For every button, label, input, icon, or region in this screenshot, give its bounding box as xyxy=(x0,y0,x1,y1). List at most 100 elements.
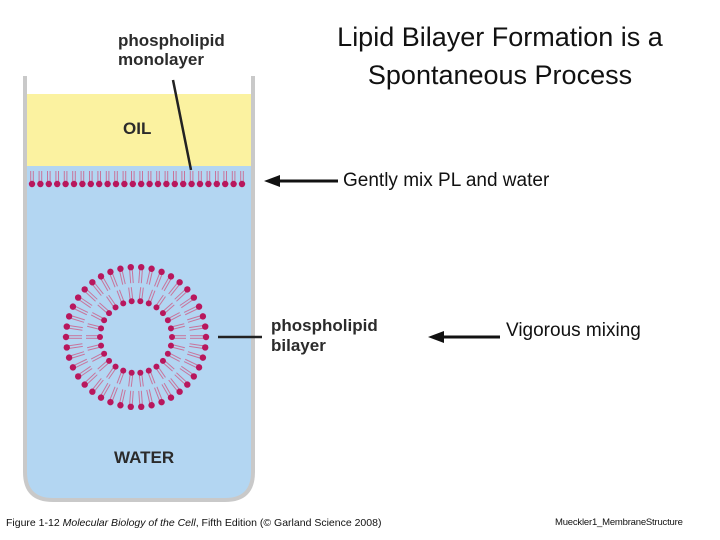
phospholipid xyxy=(87,342,105,351)
lipid-head xyxy=(63,323,70,330)
phospholipid xyxy=(128,369,135,387)
phospholipid xyxy=(65,351,85,361)
phospholipid xyxy=(107,268,118,288)
lipid-head xyxy=(146,180,153,188)
phospholipid xyxy=(116,289,127,307)
lipid-head xyxy=(190,373,198,380)
lipid-head xyxy=(180,180,187,188)
lipid-head xyxy=(138,403,145,411)
gentle-mix-arrow xyxy=(264,175,338,187)
lipid-head xyxy=(117,402,124,409)
phospholipid xyxy=(179,365,198,380)
phospholipid xyxy=(222,171,229,188)
lipid-head xyxy=(238,180,246,188)
phospholipid xyxy=(54,171,61,188)
lipid-head xyxy=(70,180,78,188)
phospholipid xyxy=(168,378,183,395)
vigorous-mix-note: Vigorous mixing xyxy=(506,320,641,341)
phospholipid xyxy=(183,303,203,316)
phospholipid xyxy=(69,303,89,316)
monolayer-pointer xyxy=(171,79,193,171)
lipid-head xyxy=(106,357,113,364)
phospholipid xyxy=(169,334,186,340)
phospholipid xyxy=(153,294,166,311)
lipid-head xyxy=(138,180,145,188)
lipid-head xyxy=(190,294,198,301)
phospholipid xyxy=(28,171,36,188)
phospholipid xyxy=(112,171,120,188)
phospholipid xyxy=(97,273,111,292)
phospholipid xyxy=(183,358,203,371)
phospholipid xyxy=(37,171,44,188)
phospholipid xyxy=(189,343,209,351)
phospholipid xyxy=(171,171,178,188)
phospholipid xyxy=(138,171,145,188)
phospholipid xyxy=(145,367,156,385)
lipid-head xyxy=(89,388,96,395)
lipid-head xyxy=(101,350,108,357)
phospholipid xyxy=(205,171,212,188)
oil-layer xyxy=(25,94,253,166)
vigorous-mix-arrow xyxy=(428,331,500,343)
phospholipid xyxy=(164,350,182,362)
lipid-head xyxy=(137,369,144,376)
phospholipid xyxy=(81,372,98,388)
title-line-1: Lipid Bilayer Formation is a xyxy=(337,22,663,52)
lipid-head xyxy=(176,279,183,286)
phospholipid xyxy=(97,302,113,317)
phospholipid xyxy=(117,389,126,409)
bilayer-label-line1: phospholipid xyxy=(271,316,378,335)
lipid-head xyxy=(101,317,108,324)
lipid-head xyxy=(107,268,114,276)
slide-credit: Mueckler1_MembraneStructure xyxy=(555,517,683,528)
lipid-head xyxy=(195,303,203,310)
phospholipid xyxy=(97,382,111,401)
lipid-head xyxy=(184,286,191,293)
phospholipid xyxy=(188,171,195,188)
lipid-head xyxy=(176,388,183,395)
caption-prefix: Figure 1-12 xyxy=(6,517,63,529)
phospholipid xyxy=(128,287,135,305)
phospholipid xyxy=(213,171,220,188)
lipid-head xyxy=(129,180,136,188)
slide-title: Lipid Bilayer Formation is a Spontaneous… xyxy=(300,18,700,94)
gentle-mix-note: Gently mix PL and water xyxy=(343,170,550,191)
monolayer-label-line1: phospholipid xyxy=(118,31,225,50)
phospholipid xyxy=(187,351,207,361)
lipid-head xyxy=(153,304,160,311)
lipid-head xyxy=(81,286,88,293)
phospholipid xyxy=(167,323,185,332)
phospholipid xyxy=(106,294,119,311)
lipid-head xyxy=(117,265,124,272)
lipid-head xyxy=(87,180,95,188)
phospholipid xyxy=(74,365,93,380)
phospholipid xyxy=(116,367,127,385)
phospholipid xyxy=(81,286,98,302)
lipid-head xyxy=(96,180,103,188)
oil-label: OIL xyxy=(123,119,152,138)
phospholipid xyxy=(45,171,52,188)
lipid-head xyxy=(145,300,152,307)
bilayer-label: phospholipid bilayer xyxy=(271,316,378,356)
phospholipid xyxy=(65,313,85,323)
caption-book-title: Molecular Biology of the Cell xyxy=(62,517,196,529)
lipid-head xyxy=(145,367,152,374)
lipid-head xyxy=(63,344,70,351)
lipid-head xyxy=(79,180,86,188)
lipid-head xyxy=(196,180,204,188)
lipid-head xyxy=(97,273,105,280)
phospholipid xyxy=(137,287,144,305)
lipid-head xyxy=(199,313,207,320)
phospholipid xyxy=(79,171,86,188)
lipid-head xyxy=(97,334,103,340)
lipid-head xyxy=(195,364,203,371)
lipid-head xyxy=(202,323,209,330)
lipid-head xyxy=(167,273,175,280)
beaker-outline xyxy=(23,76,255,502)
lipid-head xyxy=(188,180,195,188)
lipid-head xyxy=(184,381,191,388)
phospholipid xyxy=(179,294,198,309)
phospholipid xyxy=(74,294,93,309)
phospholipid xyxy=(90,350,108,362)
